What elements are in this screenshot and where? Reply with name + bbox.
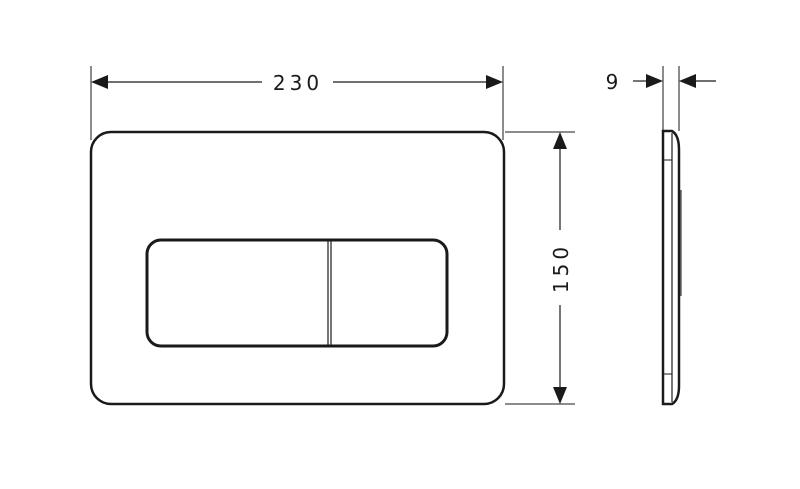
arrow-left-icon bbox=[91, 75, 108, 89]
front-view bbox=[89, 130, 506, 406]
arrow-left-icon bbox=[679, 74, 696, 88]
plate-outline bbox=[89, 130, 506, 406]
arrow-down-icon bbox=[553, 387, 567, 404]
width-dimension: 230 bbox=[90, 66, 504, 140]
width-label: 230 bbox=[273, 71, 323, 95]
height-label: 150 bbox=[549, 243, 573, 293]
button-recess bbox=[145, 238, 449, 348]
depth-dimension: 9 bbox=[606, 66, 716, 131]
depth-label: 9 bbox=[606, 70, 623, 94]
small-flush-button bbox=[332, 243, 444, 343]
height-dimension: 150 bbox=[505, 131, 575, 405]
arrow-right-icon bbox=[646, 74, 663, 88]
side-view bbox=[661, 129, 682, 406]
large-flush-button bbox=[150, 243, 327, 343]
arrow-right-icon bbox=[486, 75, 503, 89]
arrow-up-icon bbox=[553, 132, 567, 149]
side-profile bbox=[661, 129, 681, 406]
